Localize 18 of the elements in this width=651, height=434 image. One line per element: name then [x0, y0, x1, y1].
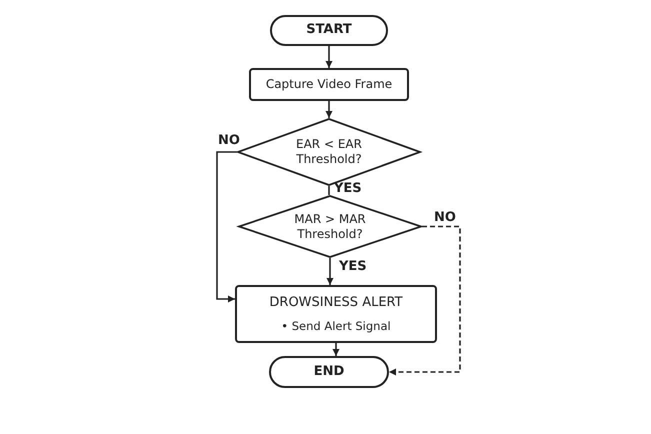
node-label: MAR > MAR Threshold?	[293, 212, 367, 242]
arrow	[326, 46, 332, 68]
arrow	[326, 101, 332, 118]
node-label: START	[306, 22, 352, 39]
terminal-pill	[270, 15, 388, 46]
process-box	[249, 68, 409, 101]
node-label: EAR < EAR Threshold?	[295, 137, 363, 167]
arrow	[326, 258, 334, 285]
dashed-arrow	[389, 226, 461, 376]
process-box	[235, 285, 437, 343]
node-label: Capture Video Frame	[266, 77, 392, 92]
decision-diamond	[238, 195, 422, 258]
terminal-pill	[269, 356, 389, 388]
arrow	[332, 343, 340, 356]
node-label: END	[314, 364, 344, 380]
bullet-item: • Send Alert Signal	[281, 318, 391, 334]
arrow	[216, 151, 237, 302]
node-label: DROWSINESS ALERT	[269, 294, 403, 311]
